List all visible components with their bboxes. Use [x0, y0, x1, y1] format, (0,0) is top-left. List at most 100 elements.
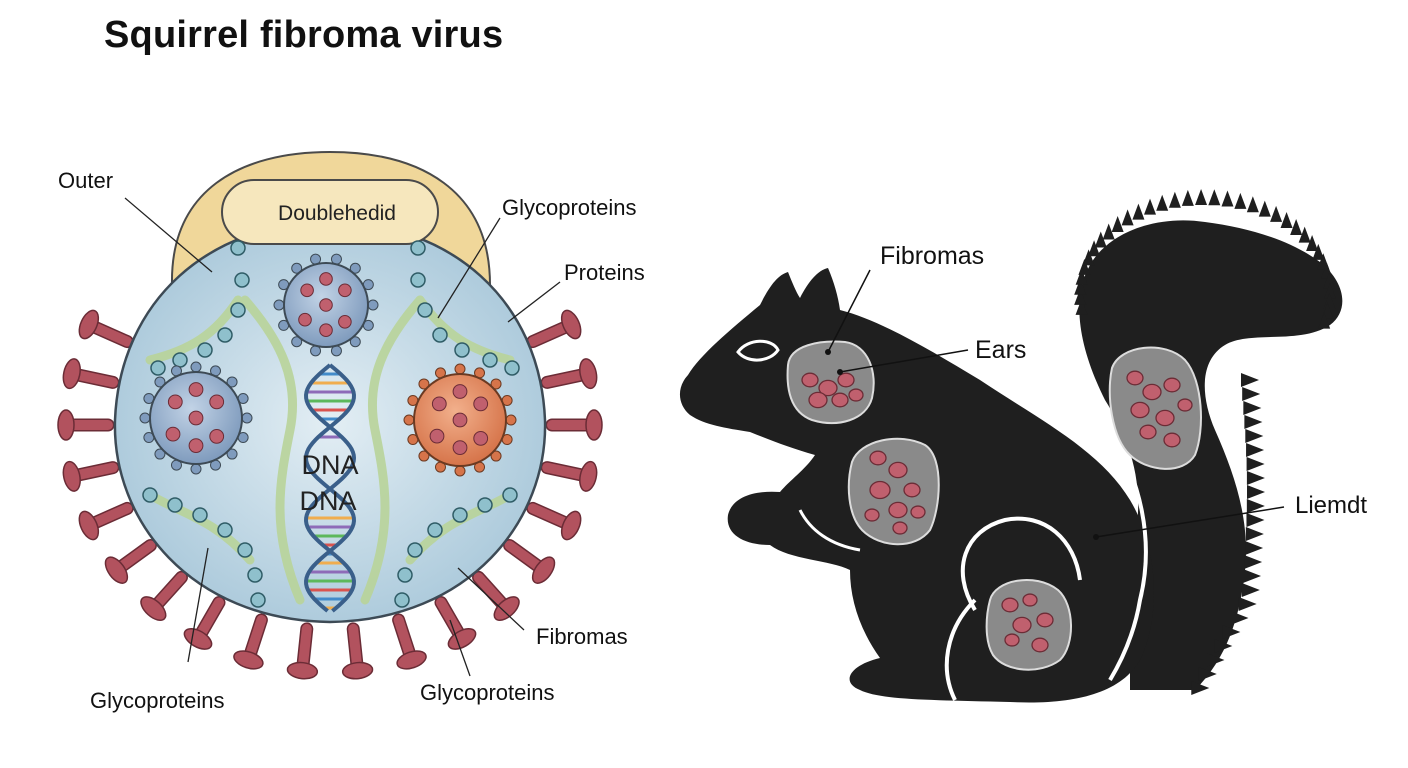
spike-head — [62, 460, 81, 492]
protein-bead — [477, 497, 493, 513]
tail-fur-tuft — [1234, 192, 1247, 209]
tail-fur-tuft — [1191, 681, 1210, 695]
particle-knob — [291, 262, 303, 274]
squirrel-tail-contour — [1108, 428, 1148, 682]
virus-leader-lines — [124, 197, 561, 677]
fibroma-nodule — [837, 372, 855, 388]
tail-fur-tuft — [1156, 194, 1169, 211]
tail-fur-tuft — [1323, 272, 1336, 289]
protein-bead — [452, 507, 468, 523]
fibroma-nodule — [1130, 401, 1150, 419]
spike-head — [560, 510, 582, 541]
tail-fur-tuft — [1078, 258, 1091, 275]
fibroma-nodule — [1177, 398, 1193, 412]
protein-bead — [417, 302, 433, 318]
tail-fur-tuft — [1258, 200, 1271, 217]
spike-head — [183, 627, 213, 650]
particle-spot — [473, 431, 489, 446]
particle-spot — [473, 396, 489, 412]
tail-fur-tuft — [1244, 415, 1263, 429]
particle-knob — [139, 412, 151, 424]
fibroma-nodule — [1163, 377, 1181, 393]
particle-spot — [167, 394, 183, 410]
tail-fur-tuft — [1238, 597, 1257, 611]
liemdt-pointer-dot — [1093, 534, 1099, 540]
squirrel-silhouette — [679, 189, 1343, 703]
particle-spot — [452, 384, 468, 399]
squirrel-arm-contour — [798, 509, 861, 552]
fibroma-nodule — [903, 482, 921, 498]
particle-knob — [490, 450, 502, 462]
tail-fur-tuft — [1206, 653, 1225, 667]
fibroma-nodule — [1004, 633, 1020, 647]
spike-head — [579, 358, 598, 390]
spike-head — [62, 358, 81, 390]
tail-fur-tuft — [1222, 625, 1241, 639]
tail-fur-tuft — [1245, 541, 1264, 555]
protein-bead — [410, 240, 426, 256]
capsule-label-box — [221, 179, 439, 245]
tail-fur-tuft — [1246, 471, 1265, 485]
particle-spot — [319, 323, 333, 338]
fibroma-nodule — [1126, 370, 1144, 386]
label-liemdt: Liemdt — [1295, 492, 1367, 519]
particle-spot — [165, 426, 181, 442]
diagram-title: Squirrel fibroma virus — [104, 14, 504, 56]
tail-fur-tuft — [1280, 212, 1293, 229]
particle-spot — [319, 298, 333, 312]
tail-fur-tuft — [1074, 288, 1087, 305]
tail-fur-tuft — [1195, 189, 1208, 206]
fibroma-nodule — [1155, 409, 1175, 427]
tail-fur-tuft — [1246, 443, 1265, 457]
label-glycoproteins-bottom-left: Glycoproteins — [90, 688, 225, 713]
particle-knob — [226, 448, 238, 460]
spike-head — [585, 409, 603, 441]
tail-fur-tuft — [1323, 292, 1336, 309]
tail-fur-tuft — [1246, 499, 1265, 513]
particle-knob — [154, 376, 166, 388]
lesion-tail — [1108, 346, 1202, 470]
particle-spot — [209, 394, 225, 410]
fibroma-nodule — [1139, 424, 1157, 440]
tail-fur-tuft — [1298, 226, 1311, 243]
tail-fur-tuft — [1088, 240, 1101, 257]
squirrel-leader-lines — [827, 269, 1285, 538]
spike-head — [104, 556, 129, 584]
protein-bead — [394, 592, 410, 608]
particle-spot — [188, 438, 204, 454]
tail-fur-tuft — [1243, 569, 1262, 583]
lesion-head — [786, 340, 875, 424]
fibroma-nodule — [831, 392, 849, 408]
label-proteins: Proteins — [564, 260, 645, 285]
particle-spot — [338, 283, 352, 298]
fibroma-nodule — [801, 372, 819, 388]
particle-knob — [490, 378, 502, 390]
dna-label-1: DNA — [301, 450, 358, 480]
tail-fur-tuft — [1245, 429, 1264, 443]
fibroma-nodule — [888, 461, 908, 479]
particle-knob — [418, 378, 430, 390]
tail-fur-tuft — [1230, 611, 1249, 625]
tail-fur-tuft — [1111, 216, 1124, 233]
spike-head — [78, 309, 100, 340]
spike-head — [531, 556, 556, 584]
tail-fur-tuft — [1214, 639, 1233, 653]
protein-bead — [150, 360, 166, 376]
fibroma-nodule — [1012, 616, 1032, 634]
particle-knob — [349, 262, 361, 274]
label-fibromas-squirrel: Fibromas — [880, 242, 984, 270]
particle-knob — [403, 414, 415, 426]
tail-fur-tuft — [1246, 196, 1259, 213]
tail-fur-tuft — [1241, 373, 1259, 387]
tail-fur-tuft — [1102, 223, 1115, 240]
particle-spot — [188, 410, 204, 426]
ears-pointer-dot — [837, 369, 843, 375]
protein-bead — [482, 352, 498, 368]
protein-bead — [217, 522, 233, 538]
dna-label-2: DNA — [299, 486, 356, 516]
label-glycoproteins-bottom-right: Glycoproteins — [420, 680, 555, 705]
particle-knob — [454, 363, 466, 375]
protein-bead — [432, 327, 448, 343]
tail-fur-tuft — [1208, 189, 1221, 206]
